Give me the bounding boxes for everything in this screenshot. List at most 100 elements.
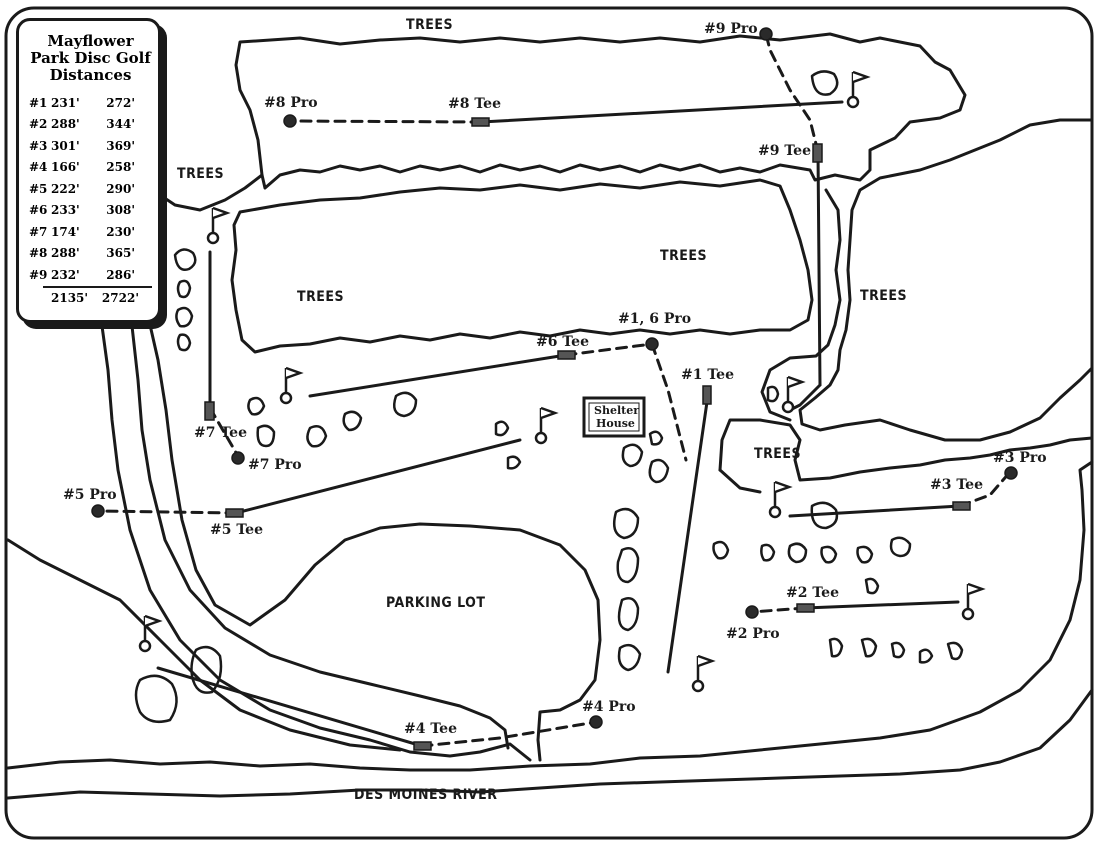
- area-label-trees-lower-right: TREES: [754, 446, 802, 462]
- shrub: [918, 648, 934, 664]
- tree-line-top: [234, 32, 967, 190]
- hole8-fairway: [479, 100, 844, 124]
- label-hole9-pro: #9 Pro: [704, 21, 758, 37]
- legend-total-pro: 2722': [101, 291, 139, 306]
- legend-am-distance: 222': [51, 181, 80, 196]
- shelter-label-line2: House: [596, 417, 635, 430]
- label-hole3-tee: #3 Tee: [930, 477, 983, 493]
- hole9-pro-line: [764, 32, 820, 154]
- legend-total-am: 2135': [51, 291, 89, 306]
- label-hole6-tee: #6 Tee: [536, 334, 589, 350]
- tee-pad-icon: [557, 350, 576, 360]
- legend-title-line3: Distances: [49, 66, 132, 84]
- legend-pro-distance: 369': [106, 138, 135, 153]
- shrub: [712, 540, 730, 560]
- legend-hole: #5: [29, 181, 48, 196]
- shrub: [648, 430, 664, 446]
- basket-icon: [846, 70, 871, 109]
- tee-pad-icon: [225, 508, 244, 518]
- shrub: [190, 645, 223, 694]
- label-hole9-tee: #9 Tee: [758, 143, 811, 159]
- label-hole4-tee: #4 Tee: [404, 721, 457, 737]
- basket-icon: [691, 654, 716, 693]
- shrub: [810, 70, 839, 96]
- basket-icon: [138, 614, 163, 653]
- basket-icon: [781, 375, 806, 414]
- basket-icon: [768, 480, 793, 519]
- legend-am-distance: 288': [51, 117, 80, 132]
- legend-hole: #4: [29, 160, 48, 175]
- legend-pro-distance: 365': [106, 246, 135, 261]
- shrub: [306, 425, 328, 448]
- legend-hole: #2: [29, 117, 48, 132]
- legend-pro-distance: 258': [106, 160, 135, 175]
- hole5-pro-line: [96, 509, 238, 515]
- hole2-fairway: [803, 600, 960, 610]
- shelter-house: [582, 396, 646, 438]
- label-hole2-pro: #2 Pro: [726, 626, 780, 642]
- shrub: [787, 542, 808, 564]
- pro-pad-icon: [91, 504, 105, 518]
- hole4-fairway: [156, 666, 424, 748]
- basket-icon: [961, 582, 986, 621]
- tree-line-right-inner: [760, 188, 842, 422]
- shrub: [506, 455, 522, 470]
- hole1-pro-line: [650, 342, 688, 462]
- road-mid: [146, 314, 602, 762]
- tree-line-right: [798, 118, 1094, 442]
- label-hole1-tee: #1 Tee: [681, 367, 734, 383]
- shelter-label-line1: Shelter: [594, 404, 639, 417]
- basket-icon: [534, 406, 559, 445]
- area-label-trees-top: TREES: [406, 17, 454, 33]
- shrub: [820, 545, 838, 564]
- tee-pad-icon: [796, 603, 815, 613]
- shrub: [175, 306, 194, 328]
- shrub: [889, 536, 912, 558]
- hole9-fairway: [816, 150, 822, 387]
- hole6-fairway: [308, 353, 568, 398]
- shrub: [256, 424, 276, 448]
- shrub: [134, 674, 178, 723]
- hole2-pro-line: [750, 606, 807, 614]
- shrub: [648, 458, 670, 484]
- area-label-trees-center-left: TREES: [297, 289, 345, 305]
- label-hole7-tee: #7 Tee: [194, 425, 247, 441]
- tee-pad-icon: [702, 385, 712, 405]
- legend-hole: #3: [29, 138, 48, 153]
- shrub: [173, 248, 197, 271]
- legend-title-line1: Mayflower: [47, 32, 134, 50]
- shrub: [864, 577, 880, 595]
- shrub: [828, 637, 844, 658]
- legend-title-line2: Park Disc Golf: [30, 49, 151, 67]
- label-hole7-pro: #7 Pro: [248, 457, 302, 473]
- legend-hole: #8: [29, 246, 48, 261]
- shrub: [890, 641, 906, 659]
- legend-pro-distance: 290': [106, 181, 135, 196]
- shrub: [760, 543, 776, 562]
- road-inner: [130, 324, 510, 750]
- pro-pad-icon: [759, 27, 773, 41]
- basket-icon: [279, 366, 304, 405]
- legend-pro-distance: 272': [106, 95, 135, 110]
- label-hole8-pro: #8 Pro: [264, 95, 318, 111]
- shrub: [766, 385, 780, 403]
- legend-hole: #9: [29, 267, 48, 282]
- legend-total-row: 2135' 2722': [43, 285, 152, 310]
- shrub: [860, 637, 878, 658]
- hole4-pro-line: [420, 720, 598, 748]
- pro-pad-icon: [589, 715, 603, 729]
- legend-pro-distance: 230': [106, 224, 135, 239]
- hole5-fairway: [234, 438, 522, 515]
- tee-pad-icon: [812, 143, 823, 163]
- tree-line-left: [158, 173, 264, 212]
- tee-pad-icon: [471, 117, 490, 127]
- area-label-trees-left: TREES: [177, 166, 225, 182]
